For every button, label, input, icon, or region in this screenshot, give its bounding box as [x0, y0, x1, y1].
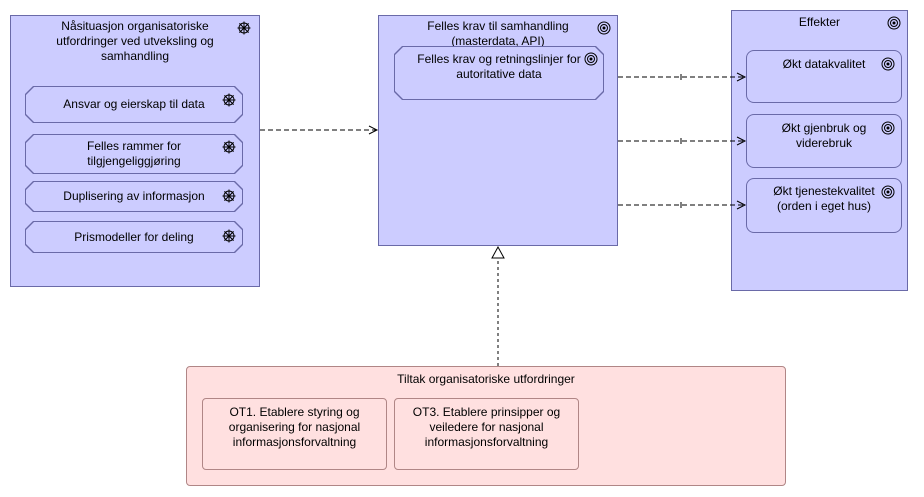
effect-item-label: Økt tjenestekvalitet (orden i eget hus): [773, 184, 875, 213]
influence-connector[interactable]: [618, 72, 747, 82]
assessment-item-label: Felles rammer for tilgjengeliggjøring: [86, 139, 181, 168]
effect-item-label: Økt datakvalitet: [782, 57, 866, 71]
effect-item[interactable]: Økt gjenbruk og viderebruk: [746, 114, 902, 168]
goal-group-title: Felles krav til samhandling (masterdata,…: [427, 19, 569, 48]
effect-item-label: Økt gjenbruk og viderebruk: [781, 121, 867, 150]
measure-item[interactable]: OT3. Etablere prinsipper og veiledere fo…: [394, 398, 579, 470]
goal-child[interactable]: Felles krav og retningslinjer for autori…: [394, 46, 604, 100]
measure-item[interactable]: OT1. Etablere styring og organisering fo…: [202, 398, 387, 470]
assessment-item[interactable]: Duplisering av informasjon: [25, 181, 243, 212]
influence-connector[interactable]: [260, 125, 379, 135]
assessment-wheel-icon: [222, 93, 236, 107]
assessment-wheel-icon: [237, 21, 251, 35]
assessment-item-label: Prismodeller for deling: [74, 229, 194, 244]
measures-group-title: Tiltak organisatoriske utfordringer: [397, 372, 575, 386]
effect-item[interactable]: Økt datakvalitet: [746, 50, 902, 103]
effects-group-title: Effekter: [798, 15, 841, 29]
assessment-wheel-icon: [222, 140, 236, 154]
assessment-item[interactable]: Ansvar og eierskap til data: [25, 86, 243, 123]
influence-connector[interactable]: [618, 200, 747, 210]
goal-target-icon: [597, 21, 611, 35]
outcome-target-icon: [881, 57, 895, 71]
influence-connector[interactable]: [618, 136, 747, 146]
measure-item-label: OT1. Etablere styring og organisering fo…: [228, 405, 361, 449]
measure-item-label: OT3. Etablere prinsipper og veiledere fo…: [412, 405, 561, 449]
realization-connector[interactable]: [491, 245, 505, 366]
effect-item[interactable]: Økt tjenestekvalitet (orden i eget hus): [746, 178, 902, 233]
outcome-target-icon: [881, 185, 895, 199]
assessment-wheel-icon: [222, 189, 236, 203]
assessment-item-label: Ansvar og eierskap til data: [63, 97, 205, 111]
assessment-group-title: Nåsituasjon organisatoriske utfordringer…: [56, 19, 214, 63]
assessment-item-label: Duplisering av informasjon: [63, 189, 205, 203]
assessment-wheel-icon: [222, 229, 236, 243]
outcome-target-icon: [881, 121, 895, 135]
outcome-target-icon: [887, 16, 901, 30]
goal-target-icon: [584, 52, 598, 66]
goal-child-label: Felles krav og retningslinjer for autori…: [417, 52, 581, 81]
assessment-item[interactable]: Prismodeller for deling: [25, 221, 243, 253]
assessment-item[interactable]: Felles rammer for tilgjengeliggjøring: [25, 134, 243, 174]
